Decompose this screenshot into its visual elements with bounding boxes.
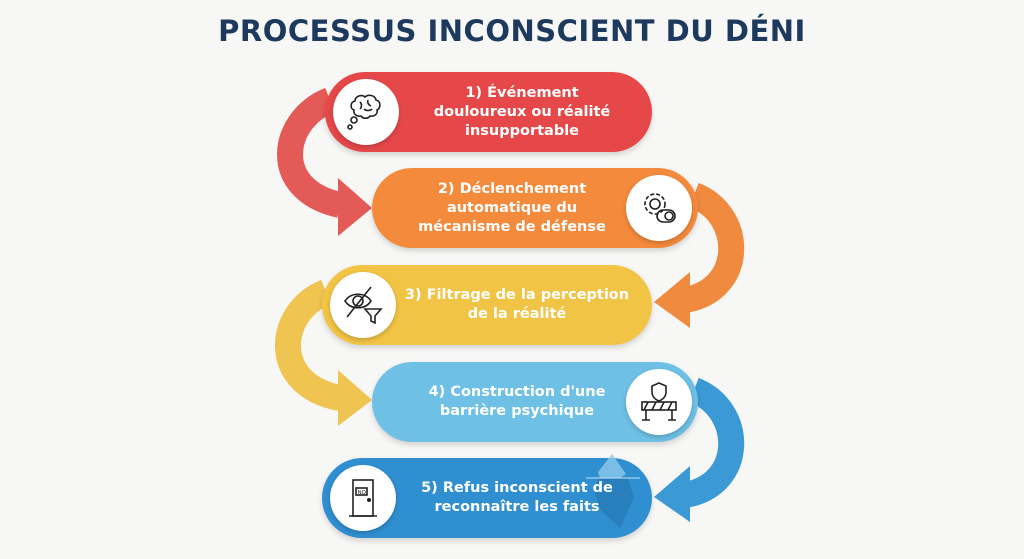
- step-1-label: 1) Événement douloureux ou réalité insup…: [433, 84, 611, 139]
- eye-slash-funnel-icon: [330, 272, 396, 338]
- step-4-label: 4) Construction d'une barrière psychique: [428, 384, 606, 419]
- arrow-1-to-2: [277, 87, 344, 218]
- step-5-label: 5) Refus inconscient de reconnaître les …: [421, 480, 613, 515]
- arrowhead-3: [338, 370, 372, 426]
- arrow-2-to-3: [681, 182, 745, 313]
- shield-barrier-icon: [626, 369, 692, 435]
- gear-toggle-icon: [626, 175, 692, 241]
- step-3: 3) Filtrage de la perception de la réali…: [322, 265, 652, 345]
- brain-thought-icon: [333, 79, 399, 145]
- arrowhead-4: [654, 466, 690, 522]
- door-sign-text: NO: [358, 490, 367, 496]
- page-title: PROCESSUS INCONSCIENT DU DÉNI: [218, 14, 806, 48]
- iceberg-icon: [586, 454, 640, 528]
- arrowhead-2: [654, 272, 690, 328]
- door-no-sign-icon: NO: [330, 465, 396, 531]
- arrow-4-to-5: [681, 377, 745, 508]
- arrowhead-1: [338, 178, 372, 236]
- step-1: 1) Événement douloureux ou réalité insup…: [325, 72, 652, 152]
- step-5: NO 5) Refus inconscient de reconnaître l…: [322, 454, 652, 538]
- step-3-label: 3) Filtrage de la perception de la réali…: [404, 287, 630, 322]
- step-2: 2) Déclenchement automatique du mécanism…: [372, 168, 698, 248]
- arrow-3-to-4: [275, 279, 344, 411]
- step-4: 4) Construction d'une barrière psychique: [372, 362, 698, 442]
- step-2-label: 2) Déclenchement automatique du mécanism…: [418, 180, 606, 235]
